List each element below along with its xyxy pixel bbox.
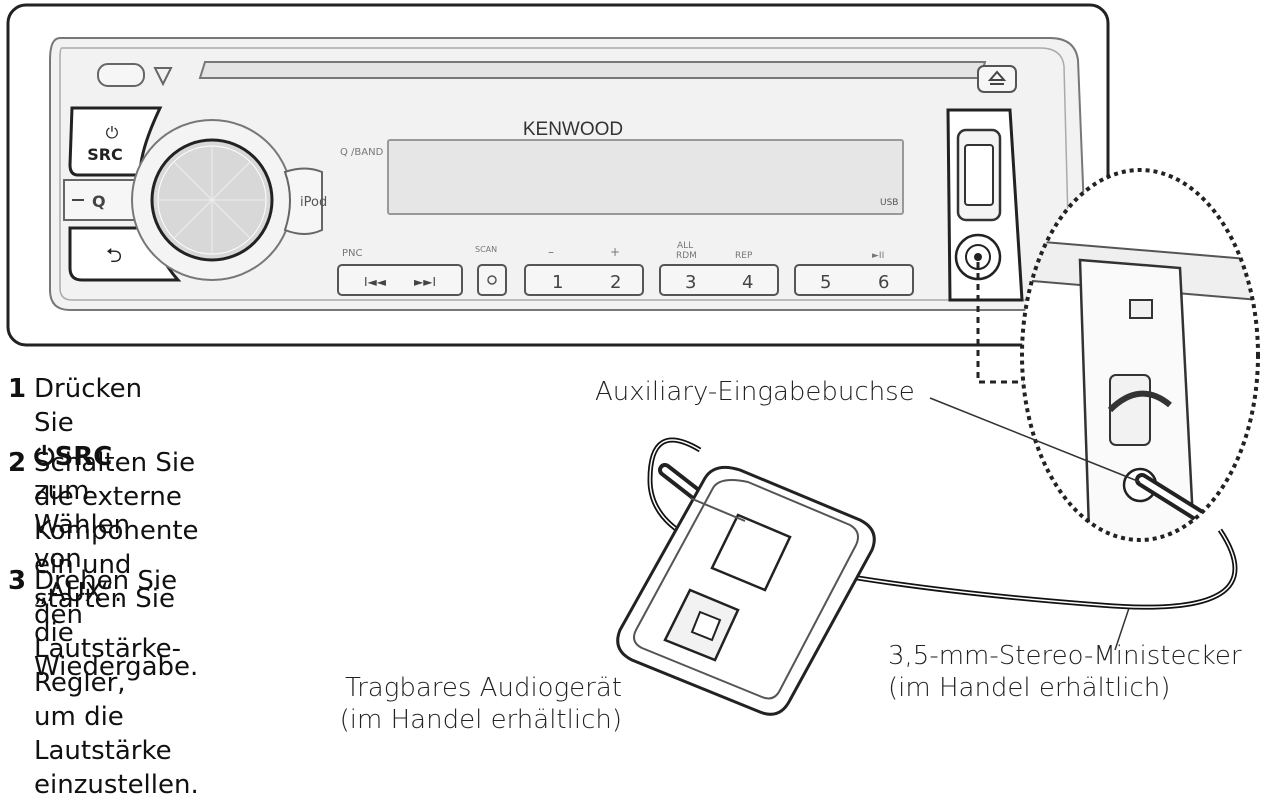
portable-audio-player	[616, 463, 876, 716]
preset-key-2: 2	[610, 272, 621, 293]
all-label: ALL	[677, 241, 693, 251]
scan-label: SCAN	[475, 245, 497, 254]
play-pause-label: ►II	[872, 251, 884, 261]
ipod-label: iPod	[300, 195, 327, 210]
brand-logo: KENWOOD	[523, 119, 623, 140]
aux-input-callout: Auxiliary-Eingabebuchse	[595, 377, 915, 407]
pnc-label: PNC	[342, 248, 363, 259]
step-text: Drücken Sie ⏻SRC zum Wählen von „AUX“.	[34, 374, 143, 608]
transport-key-bar[interactable]	[337, 264, 463, 296]
back-icon: ⮌	[106, 243, 122, 267]
zoom-detail	[1022, 170, 1258, 540]
cd-slot	[198, 61, 987, 79]
step-number: 2	[8, 448, 27, 478]
prev-track-label: I◄◄	[364, 275, 387, 289]
player-callout: Tragbares Audiogerät (im Handel erhältli…	[339, 673, 622, 735]
aux-callout-pointer	[929, 397, 1141, 483]
preset-key-3: 3	[685, 272, 696, 293]
next-track-label: ►►I	[414, 275, 436, 289]
rep-label: REP	[735, 251, 753, 261]
step-text: Schalten Sie die externe Komponente ein …	[34, 448, 199, 682]
rdm-label: RDM	[676, 251, 697, 261]
preset-key-5: 5	[820, 272, 831, 293]
triangle-icon	[153, 67, 173, 87]
preset-group-1-2[interactable]	[524, 264, 644, 296]
display	[387, 139, 904, 215]
aux-connection-diagram: ⏻ SRC Q ⮌ iPod Q /BAND PNC SCAN – + ALL …	[6, 3, 1260, 716]
plug-callout: 3,5-mm-Stereo-Ministecker (im Handel erh…	[888, 641, 1242, 703]
player-body	[616, 465, 876, 716]
release-button[interactable]	[97, 63, 145, 87]
preset-group-5-6[interactable]	[794, 264, 914, 296]
eject-icon	[987, 70, 1007, 85]
usb-icon: USB	[880, 198, 898, 208]
step-number: 3	[8, 566, 27, 596]
search-band-label: Q /BAND	[340, 147, 384, 158]
transport-keys: I◄◄ ►►I	[337, 264, 463, 296]
step-text: Drehen Sie den Lautstärke-Regler, um die…	[34, 566, 199, 800]
preset-key-1: 1	[552, 272, 563, 293]
src-label: SRC	[87, 145, 123, 164]
step-number: 1	[8, 374, 27, 404]
preset-group-3-4[interactable]	[659, 264, 779, 296]
ipod-button[interactable]	[283, 167, 323, 235]
search-label: Q	[92, 192, 106, 211]
small-round-key[interactable]	[477, 264, 507, 296]
src-button-ref: ⏻SRC	[34, 442, 113, 472]
player-screen	[710, 513, 792, 592]
power-icon: ⏻	[106, 123, 119, 142]
preset-key-6: 6	[878, 272, 889, 293]
plug-callout-pointer	[1114, 604, 1131, 651]
plus-label: +	[610, 245, 620, 259]
zoom-circle-outline	[1020, 168, 1260, 542]
preset-key-4: 4	[742, 272, 753, 293]
minus-label: –	[548, 245, 554, 259]
